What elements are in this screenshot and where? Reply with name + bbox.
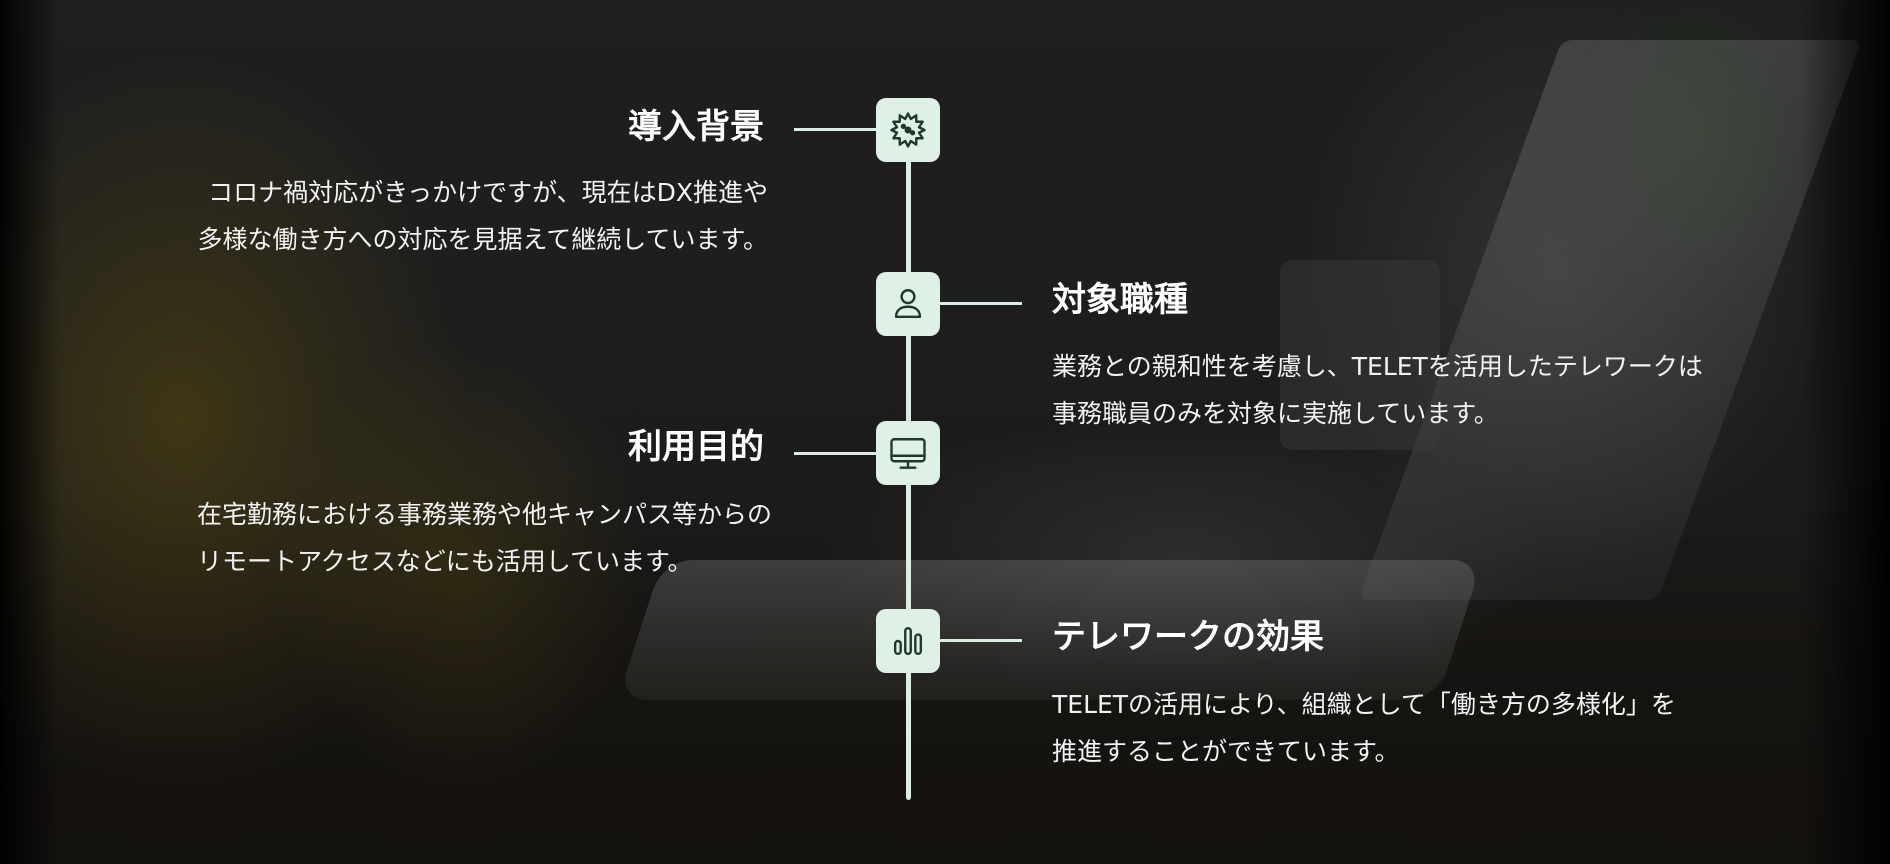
connector-4: [938, 639, 1022, 642]
timeline-node-2: [876, 272, 940, 336]
item-title-4: テレワークの効果: [1052, 617, 1324, 657]
right-vignette: [1800, 0, 1890, 864]
timeline-node-1: [876, 98, 940, 162]
item-desc-3: 在宅勤務における事務業務や他キャンパス等からの リモートアクセスなどにも活用して…: [197, 491, 772, 585]
item-desc-1-line-1: コロナ禍対応がきっかけですが、現在はDX推進や: [208, 178, 768, 207]
virus-gear-icon: [890, 112, 926, 148]
item-desc-3-line-2: リモートアクセスなどにも活用しています。: [196, 547, 693, 576]
item-title-3: 利用目的: [628, 427, 764, 467]
item-desc-4-line-1: TELETの活用により、組織として「働き方の多様化」を: [1052, 690, 1676, 719]
item-desc-4-line-2: 推進することができています。: [1052, 737, 1400, 766]
item-title-1: 導入背景: [628, 107, 764, 147]
mug-shape: [1280, 260, 1440, 450]
connector-1: [794, 128, 878, 131]
left-vignette: [0, 0, 60, 864]
timeline-node-4: [876, 609, 940, 673]
person-icon: [894, 289, 922, 319]
item-desc-2-line-1: 業務との親和性を考慮し、TELETを活用したテレワークは: [1052, 352, 1703, 381]
connector-2: [938, 302, 1022, 305]
timeline-node-3: [876, 421, 940, 485]
item-title-2: 対象職種: [1052, 280, 1188, 320]
connector-3: [794, 452, 878, 455]
item-desc-3-line-1: 在宅勤務における事務業務や他キャンパス等からの: [196, 500, 772, 529]
item-desc-4: TELETの活用により、組織として「働き方の多様化」を 推進することができていま…: [1052, 681, 1676, 775]
item-desc-2: 業務との親和性を考慮し、TELETを活用したテレワークは 事務職員のみを対象に実…: [1052, 343, 1703, 437]
item-desc-1: コロナ禍対応がきっかけですが、現在はDX推進や 多様な働き方への対応を見据えて継…: [197, 169, 768, 263]
item-desc-2-line-2: 事務職員のみを対象に実施しています。: [1052, 399, 1499, 428]
bar-chart-icon: [893, 626, 923, 656]
monitor-icon: [890, 438, 926, 469]
item-desc-1-line-2: 多様な働き方への対応を見据えて継続しています。: [197, 225, 768, 254]
